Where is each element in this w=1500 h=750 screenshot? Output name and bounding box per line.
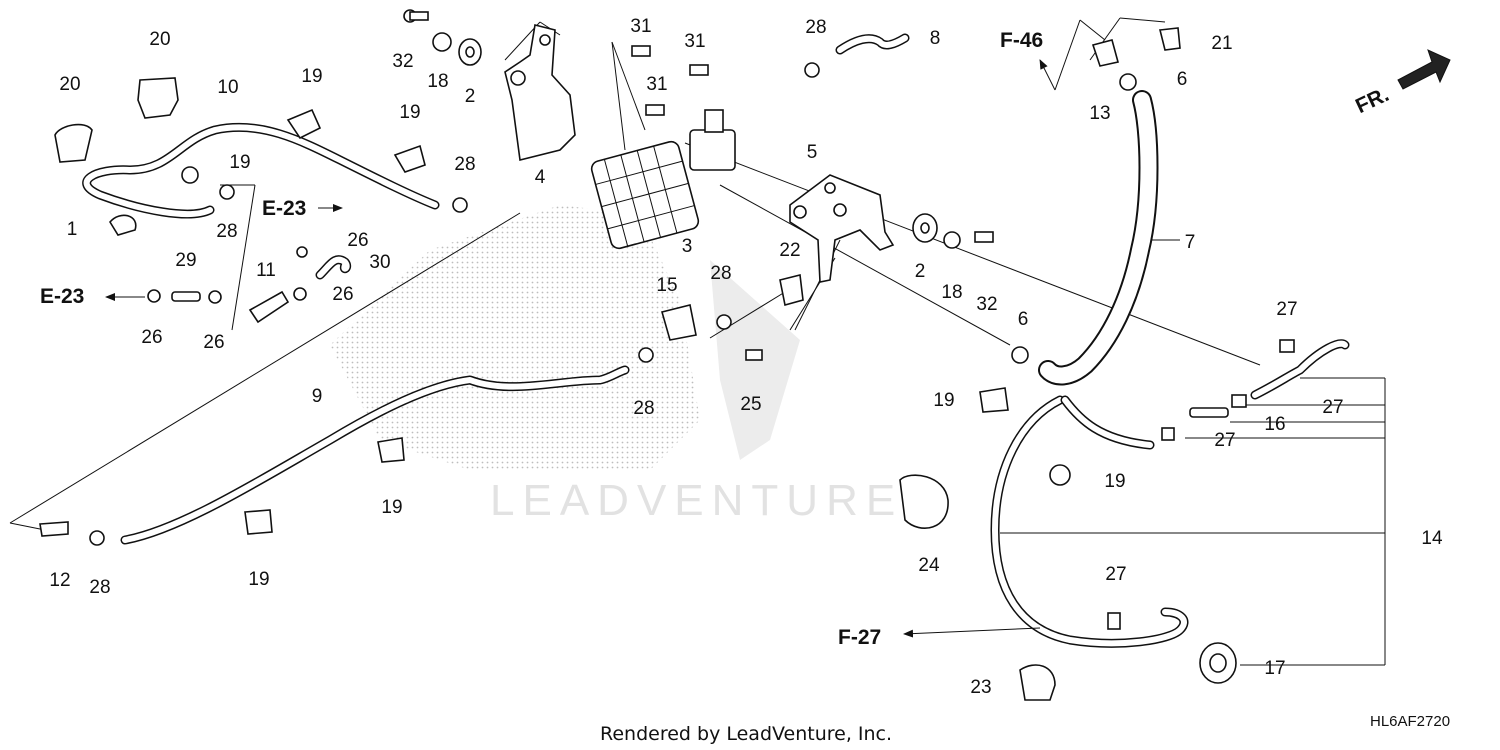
references: E-23 E-23 F-46 F-27	[40, 29, 1056, 649]
callout-2b[interactable]: 2	[915, 261, 926, 282]
callout-19g[interactable]: 19	[1104, 471, 1125, 492]
hose-part-10	[82, 122, 440, 219]
callout-20b[interactable]: 20	[59, 74, 80, 95]
bracket-part-4	[504, 24, 576, 161]
callout-2a[interactable]: 2	[465, 86, 476, 107]
small-parts	[39, 9, 1295, 701]
callout-14[interactable]: 14	[1421, 528, 1443, 549]
hose-part-14	[990, 339, 1350, 648]
callout-29[interactable]: 29	[175, 250, 196, 271]
callout-28f[interactable]: 28	[89, 577, 110, 598]
callout-3[interactable]: 3	[682, 236, 693, 257]
callout-27d[interactable]: 27	[1105, 564, 1126, 585]
callout-8[interactable]: 8	[930, 28, 941, 49]
front-label: FR.	[1352, 83, 1392, 118]
hose-part-9	[120, 365, 630, 545]
watermark: LEADVENTURE	[330, 205, 903, 525]
callout-31b[interactable]: 31	[684, 31, 705, 52]
callout-28a[interactable]: 28	[454, 154, 475, 175]
callout-17[interactable]: 17	[1264, 658, 1285, 679]
callout-26d[interactable]: 26	[203, 332, 224, 353]
hose-part-7	[1038, 90, 1159, 386]
callout-18b[interactable]: 18	[941, 282, 962, 303]
bracket-part-5	[789, 174, 895, 283]
callout-28d[interactable]: 28	[710, 263, 731, 284]
callout-12[interactable]: 12	[49, 570, 70, 591]
callout-9[interactable]: 9	[312, 386, 323, 407]
callout-27a[interactable]: 27	[1276, 299, 1297, 320]
callout-11[interactable]: 11	[256, 260, 276, 281]
callout-13[interactable]: 13	[1089, 103, 1110, 124]
footer-credit: Rendered by LeadVenture, Inc.	[600, 723, 892, 745]
callout-31c[interactable]: 31	[646, 74, 667, 95]
callout-28b[interactable]: 28	[216, 221, 237, 242]
callout-27b[interactable]: 27	[1322, 397, 1343, 418]
callout-28c[interactable]: 28	[805, 17, 826, 38]
callout-19e[interactable]: 19	[248, 569, 269, 590]
front-arrow-icon	[1397, 49, 1451, 90]
canister-part-3	[590, 109, 736, 250]
callout-27c[interactable]: 27	[1214, 430, 1235, 451]
callout-31a[interactable]: 31	[630, 16, 651, 37]
callout-23[interactable]: 23	[970, 677, 991, 698]
callout-21[interactable]: 21	[1211, 33, 1232, 54]
callout-5[interactable]: 5	[807, 142, 818, 163]
watermark-text: LEADVENTURE	[490, 476, 903, 525]
callout-15[interactable]: 15	[656, 275, 677, 296]
leader-lines	[9, 17, 1386, 666]
callout-16[interactable]: 16	[1264, 414, 1285, 435]
callout-30[interactable]: 30	[369, 252, 390, 273]
callout-22[interactable]: 22	[779, 240, 800, 261]
callout-26b[interactable]: 26	[332, 284, 353, 305]
callout-19c[interactable]: 19	[229, 152, 250, 173]
callout-28e[interactable]: 28	[633, 398, 654, 419]
ref-e23-upper[interactable]: E-23	[262, 197, 306, 220]
callout-6a[interactable]: 6	[1018, 309, 1029, 330]
callout-7[interactable]: 7	[1185, 232, 1196, 253]
callout-20a[interactable]: 20	[149, 29, 170, 50]
callout-24[interactable]: 24	[918, 555, 940, 576]
diagram-code: HL6AF2720	[1370, 713, 1450, 730]
callout-10[interactable]: 10	[217, 77, 238, 98]
hose-part-8	[835, 33, 910, 55]
callout-32b[interactable]: 32	[976, 294, 997, 315]
callout-32a[interactable]: 32	[392, 51, 413, 72]
callout-18a[interactable]: 18	[427, 71, 448, 92]
callout-19a[interactable]: 19	[301, 66, 322, 87]
callout-1[interactable]: 1	[67, 219, 78, 240]
hose-part-30	[315, 255, 352, 280]
ref-f46[interactable]: F-46	[1000, 29, 1043, 52]
ref-f27[interactable]: F-27	[838, 626, 881, 649]
callout-26a[interactable]: 26	[347, 230, 368, 251]
callout-26c[interactable]: 26	[141, 327, 162, 348]
callout-4[interactable]: 4	[535, 167, 546, 188]
front-indicator: FR.	[1352, 49, 1451, 118]
callout-19d[interactable]: 19	[381, 497, 402, 518]
callout-19f[interactable]: 19	[933, 390, 954, 411]
ref-e23-left[interactable]: E-23	[40, 285, 84, 308]
callout-6b[interactable]: 6	[1177, 69, 1188, 90]
callout-19b[interactable]: 19	[399, 102, 420, 123]
callout-25[interactable]: 25	[740, 394, 761, 415]
